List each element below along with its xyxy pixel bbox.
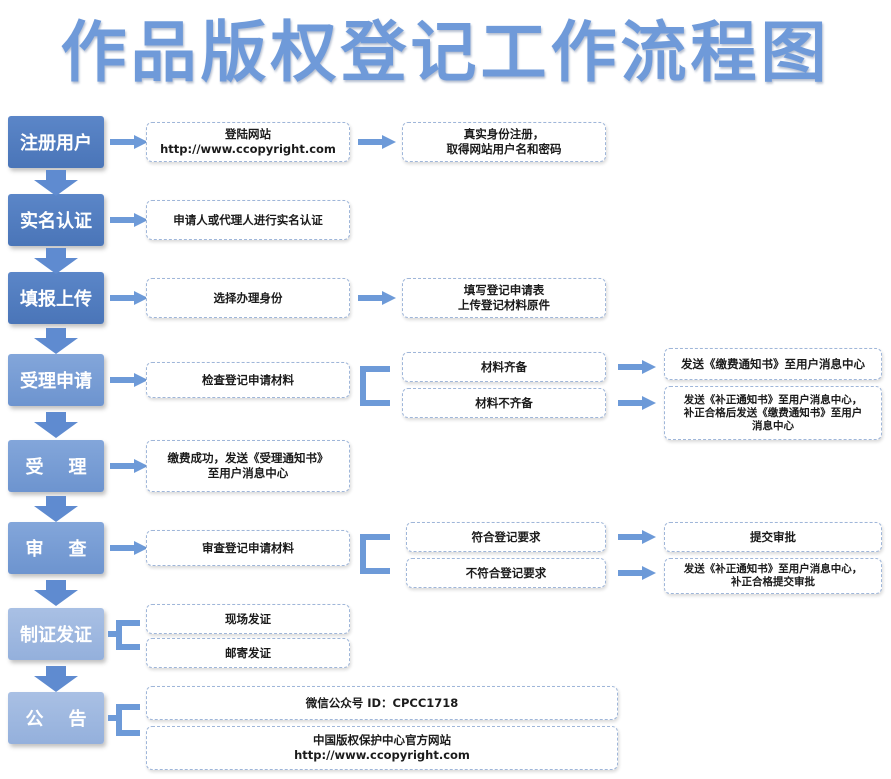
accept-apply-send-correction-notice: 发送《补正通知书》至用户消息中心， 补正合格后发送《缴费通知书》至用户 消息中心 xyxy=(664,386,882,440)
stage-issue: 制证发证 xyxy=(8,608,104,660)
fork-connector-icon xyxy=(108,700,142,744)
down-arrow-icon xyxy=(34,248,78,274)
review-step-check: 审查登记申请材料 xyxy=(146,530,350,566)
review-meets-requirements: 符合登记要求 xyxy=(406,522,606,552)
register-step-sign-up: 真实身份注册，取得网站用户名和密码 xyxy=(402,122,606,162)
right-arrow-icon xyxy=(110,373,150,387)
right-arrow-icon xyxy=(618,566,658,580)
accept-apply-incomplete: 材料不齐备 xyxy=(402,388,606,418)
realname-step: 申请人或代理人进行实名认证 xyxy=(146,200,350,240)
right-arrow-icon xyxy=(110,213,150,227)
review-fails-requirements: 不符合登记要求 xyxy=(406,558,606,588)
right-arrow-icon xyxy=(110,459,150,473)
review-submit-approval: 提交审批 xyxy=(664,522,882,552)
fork-connector-icon xyxy=(108,616,142,656)
stage-accept-apply: 受理申请 xyxy=(8,354,104,406)
right-arrow-icon xyxy=(618,396,658,410)
accept-apply-send-payment-notice: 发送《缴费通知书》至用户消息中心 xyxy=(664,348,882,380)
accept-apply-step-check: 检查登记申请材料 xyxy=(146,362,350,398)
issue-by-mail: 邮寄发证 xyxy=(146,638,350,668)
stage-upload: 填报上传 xyxy=(8,272,104,324)
stage-register: 注册用户 xyxy=(8,116,104,168)
right-arrow-icon xyxy=(110,135,150,149)
upload-step-choose-identity: 选择办理身份 xyxy=(146,278,350,318)
right-arrow-icon xyxy=(110,541,150,555)
down-arrow-icon xyxy=(34,580,78,606)
right-arrow-icon xyxy=(358,135,398,149)
stage-announce: 公 告 xyxy=(8,692,104,744)
right-arrow-icon xyxy=(618,530,658,544)
down-arrow-icon xyxy=(34,412,78,438)
down-arrow-icon xyxy=(34,328,78,354)
upload-step-fill-form: 填写登记申请表上传登记材料原件 xyxy=(402,278,606,318)
issue-onsite: 现场发证 xyxy=(146,604,350,634)
page-title: 作品版权登记工作流程图 xyxy=(60,14,831,91)
review-send-correction-notice: 发送《补正通知书》至用户消息中心， 补正合格提交审批 xyxy=(664,558,882,594)
right-arrow-icon xyxy=(618,360,658,374)
stage-accept: 受 理 xyxy=(8,440,104,492)
right-arrow-icon xyxy=(358,291,398,305)
stage-realname: 实名认证 xyxy=(8,194,104,246)
down-arrow-icon xyxy=(34,496,78,522)
accept-apply-complete: 材料齐备 xyxy=(402,352,606,382)
accept-step-payment-success: 缴费成功，发送《受理通知书》至用户消息中心 xyxy=(146,440,350,492)
fork-connector-icon xyxy=(358,530,392,580)
stage-review: 审 查 xyxy=(8,522,104,574)
announce-wechat: 微信公众号 ID：CPCC1718 xyxy=(146,686,618,720)
down-arrow-icon xyxy=(34,170,78,196)
fork-connector-icon xyxy=(358,362,392,412)
right-arrow-icon xyxy=(110,291,150,305)
down-arrow-icon xyxy=(34,666,78,692)
